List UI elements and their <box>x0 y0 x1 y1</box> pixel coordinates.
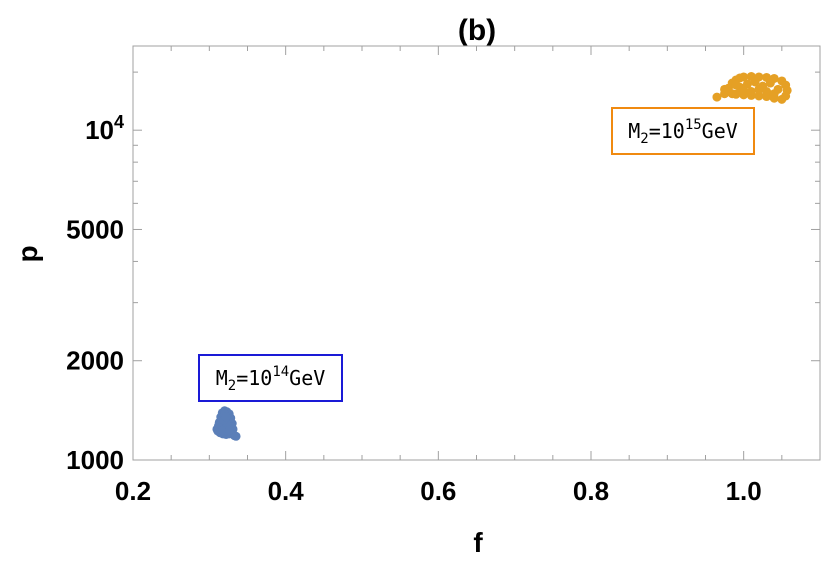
data-point <box>739 85 749 95</box>
data-point <box>754 91 764 101</box>
data-point <box>750 77 760 87</box>
data-series <box>212 71 792 441</box>
annotation-box: M2=1014GeV <box>198 354 343 402</box>
data-point <box>765 78 775 88</box>
annotation-label: M2=1015GeV <box>628 117 738 147</box>
data-point <box>769 89 779 99</box>
data-point <box>231 431 241 441</box>
axis-ticks: 0.2 0.4 0.6 0.8 1.0 1000 2000 5000 104 <box>66 46 821 506</box>
series-1 <box>212 406 241 441</box>
series-2 <box>712 71 792 104</box>
data-point <box>746 87 756 97</box>
x-axis-title: f <box>473 527 483 558</box>
data-point <box>221 412 231 422</box>
data-point <box>224 425 234 435</box>
y-tick-label: 2000 <box>66 346 124 376</box>
data-point <box>762 87 772 97</box>
annotation-border <box>611 107 755 155</box>
data-point <box>777 94 787 104</box>
x-tick-label: 0.2 <box>115 476 151 506</box>
x-tick-label: 0.8 <box>573 476 609 506</box>
annotation-border <box>198 354 343 402</box>
data-point <box>739 72 749 82</box>
chart-title: (b) <box>458 14 496 47</box>
data-point <box>720 84 730 94</box>
annotation-box: M2=1015GeV <box>611 107 755 155</box>
y-tick-label: 5000 <box>66 214 124 244</box>
annotations: M2=1014GeV M2=1015GeV <box>198 107 755 402</box>
data-point <box>754 84 764 94</box>
annotation-label: M2=1014GeV <box>216 364 326 394</box>
data-point <box>217 425 227 435</box>
y-axis-title: p <box>12 245 43 262</box>
data-point <box>727 89 737 99</box>
y-tick-label: 1000 <box>66 445 124 475</box>
data-point <box>731 80 741 90</box>
x-tick-label: 0.6 <box>420 476 456 506</box>
y-tick-label: 104 <box>85 112 124 145</box>
x-tick-label: 1.0 <box>726 476 762 506</box>
data-point <box>712 92 722 102</box>
x-tick-label: 0.4 <box>268 476 305 506</box>
